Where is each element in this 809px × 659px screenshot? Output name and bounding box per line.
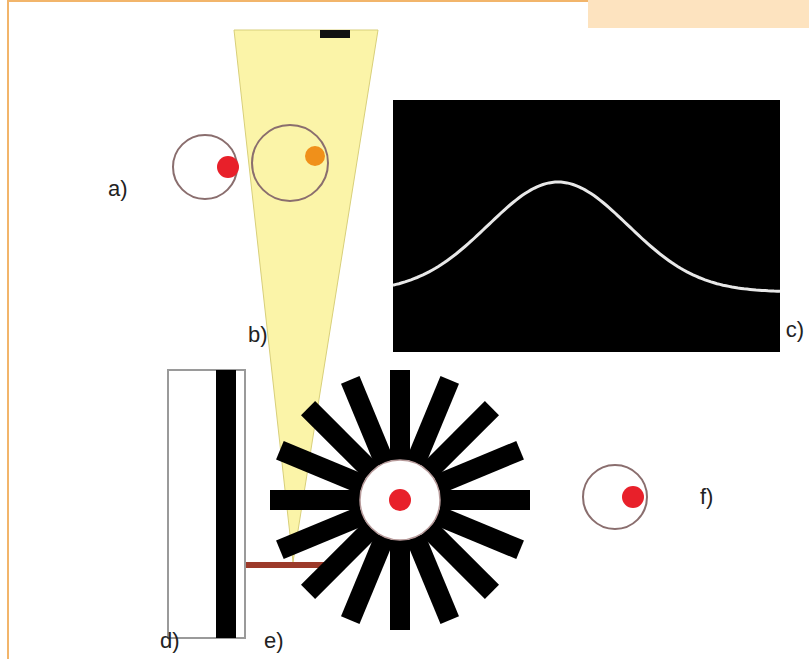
gaussian-curve xyxy=(393,182,780,291)
star-spoke xyxy=(390,370,410,460)
panel-label: b) xyxy=(248,324,268,346)
pupil-dot xyxy=(305,146,325,166)
black-bar xyxy=(216,370,236,638)
star-spoke xyxy=(433,441,524,494)
pupil-dot xyxy=(389,489,411,511)
eye-circle xyxy=(252,125,328,201)
star-spoke xyxy=(341,376,394,467)
siemens-star xyxy=(270,370,530,630)
panel-label: d) xyxy=(160,630,180,652)
star-spoke xyxy=(406,533,459,624)
pupil-dot xyxy=(622,486,644,508)
panel-label: f) xyxy=(700,486,713,508)
frame-line xyxy=(8,0,590,2)
star-spoke xyxy=(276,506,367,559)
star-spoke xyxy=(390,540,410,630)
header-tab xyxy=(588,0,809,28)
eye-circle xyxy=(583,465,647,529)
panel-label: e) xyxy=(264,630,284,652)
star-spoke xyxy=(440,490,530,510)
bar-target xyxy=(168,370,245,638)
signal-panel xyxy=(393,100,780,352)
eye-circle xyxy=(360,460,440,540)
pupil-dot xyxy=(217,156,239,178)
frame-line xyxy=(7,0,9,659)
star-spoke xyxy=(270,490,360,510)
light-cone xyxy=(234,30,378,562)
source-block xyxy=(320,30,350,38)
panel-label: c) xyxy=(786,319,804,341)
panel-label: a) xyxy=(108,178,128,200)
